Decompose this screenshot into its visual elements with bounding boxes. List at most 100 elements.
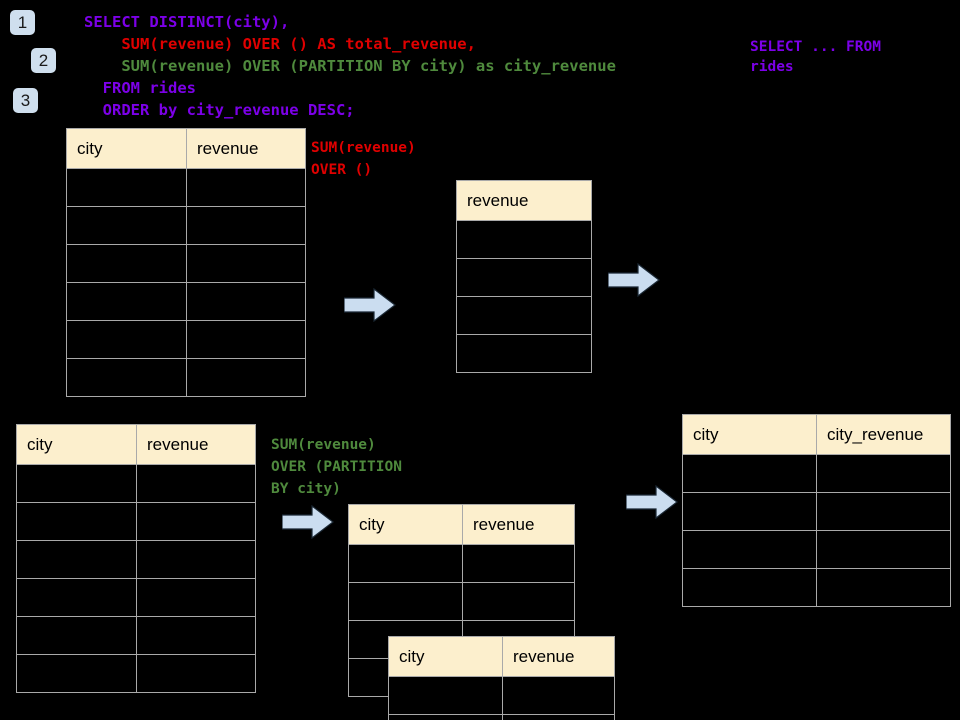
table-header-row: city revenue <box>16 424 256 465</box>
table-cell <box>462 582 575 621</box>
sql-line-sum-over-partition: SUM(revenue) OVER (PARTITION BY city) as… <box>84 57 616 75</box>
table-cell <box>16 502 137 541</box>
table-row <box>682 568 951 607</box>
table-row <box>16 502 256 541</box>
table-row <box>388 676 615 715</box>
table-cell <box>682 530 817 569</box>
table-row <box>16 540 256 579</box>
sql-line-order-by: ORDER by city_revenue DESC; <box>84 101 355 119</box>
table-cell <box>816 530 951 569</box>
table-row <box>66 320 306 359</box>
table-cell <box>16 616 137 655</box>
column-header-revenue: revenue <box>502 636 615 677</box>
table-cell <box>682 492 817 531</box>
table-cell <box>348 544 463 583</box>
table-row <box>66 168 306 207</box>
table-header-row: city city_revenue <box>682 414 951 455</box>
column-header-city: city <box>348 504 463 545</box>
column-header-revenue: revenue <box>136 424 256 465</box>
annotation-select-from-line1: SELECT ... FROM <box>750 39 881 55</box>
table-row <box>66 206 306 245</box>
annotation-select-from-line2: rides <box>750 59 794 75</box>
column-header-city-revenue: city_revenue <box>816 414 951 455</box>
table-cell <box>348 582 463 621</box>
table-row <box>348 544 575 583</box>
table-cell <box>186 244 306 283</box>
table-row <box>16 616 256 655</box>
table-row <box>66 282 306 321</box>
annotation-sum-partition-line2: OVER (PARTITION <box>271 459 402 475</box>
table-row <box>16 464 256 503</box>
table-row <box>456 296 592 335</box>
table-cell <box>66 320 187 359</box>
table-row <box>682 454 951 493</box>
table-row <box>456 334 592 373</box>
table-total-revenue: revenue <box>456 180 592 373</box>
table-cell <box>16 540 137 579</box>
table-partition-group-b: city revenue <box>388 636 615 720</box>
table-row <box>66 358 306 397</box>
table-cell <box>456 296 592 335</box>
table-cell <box>66 358 187 397</box>
table-cell <box>136 578 256 617</box>
table-cell <box>456 334 592 373</box>
table-cell <box>136 464 256 503</box>
table-row <box>456 220 592 259</box>
table-row <box>388 714 615 720</box>
table-row <box>16 654 256 693</box>
table-cell <box>186 358 306 397</box>
annotation-sum-over-line2: OVER () <box>311 162 373 178</box>
table-row <box>16 578 256 617</box>
column-header-revenue: revenue <box>462 504 575 545</box>
sql-line-from: FROM rides <box>84 79 196 97</box>
table-cell <box>136 616 256 655</box>
column-header-city: city <box>16 424 137 465</box>
column-header-city: city <box>388 636 503 677</box>
table-cell <box>502 714 615 720</box>
table-row <box>682 530 951 569</box>
table-cell <box>16 464 137 503</box>
sql-line-sum-over-empty: SUM(revenue) OVER () AS total_revenue, <box>84 35 476 53</box>
arrow-total-to-result-icon <box>608 263 660 297</box>
column-header-city: city <box>66 128 187 169</box>
table-cell <box>388 714 503 720</box>
table-cell <box>136 502 256 541</box>
table-cell <box>136 654 256 693</box>
arrow-source-to-partition-icon <box>282 505 334 539</box>
annotation-sum-over-line1: SUM(revenue) <box>311 140 416 156</box>
table-row <box>456 258 592 297</box>
annotation-sum-partition-line1: SUM(revenue) <box>271 437 376 453</box>
table-cell <box>16 578 137 617</box>
table-cell <box>186 282 306 321</box>
arrow-partition-to-result-icon <box>626 485 678 519</box>
table-header-row: city revenue <box>66 128 306 169</box>
table-cell <box>462 544 575 583</box>
sql-line-select: SELECT DISTINCT(city), <box>84 13 290 31</box>
table-cell <box>66 244 187 283</box>
table-cell <box>816 568 951 607</box>
table-source-top: city revenue <box>66 128 306 397</box>
step-badge-2: 2 <box>31 48 56 73</box>
table-cell <box>186 320 306 359</box>
step-badge-1: 1 <box>10 10 35 35</box>
table-row <box>682 492 951 531</box>
table-cell <box>816 454 951 493</box>
table-cell <box>816 492 951 531</box>
table-header-row: city revenue <box>348 504 575 545</box>
arrow-source-to-total-icon <box>344 288 396 322</box>
table-cell <box>456 220 592 259</box>
table-row <box>348 582 575 621</box>
table-cell <box>66 206 187 245</box>
column-header-city: city <box>682 414 817 455</box>
column-header-revenue: revenue <box>186 128 306 169</box>
table-cell <box>66 168 187 207</box>
table-cell <box>136 540 256 579</box>
table-cell <box>388 676 503 715</box>
table-cell <box>66 282 187 321</box>
table-result: city city_revenue <box>682 414 951 607</box>
table-cell <box>682 568 817 607</box>
table-cell <box>186 168 306 207</box>
table-cell <box>502 676 615 715</box>
annotation-sum-partition-line3: BY city) <box>271 481 341 497</box>
